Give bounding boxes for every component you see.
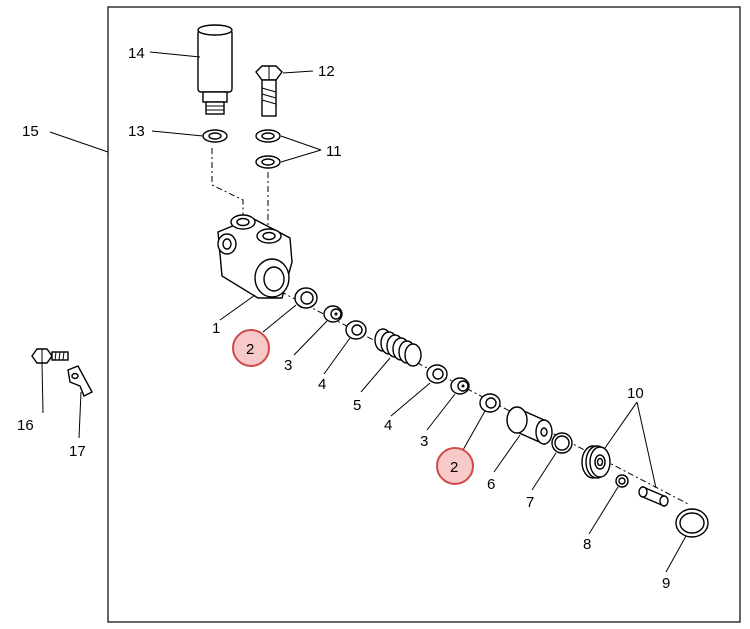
callout-15: 15 [22,123,39,140]
callout-2-lower: 2 [450,459,458,476]
highlight-callout-2-upper[interactable] [232,329,270,367]
part-3-seat-lower [450,377,470,395]
callout-3-upper: 3 [284,357,292,374]
part-8-small-ring [615,474,629,488]
callout-4-upper: 4 [318,376,326,393]
callout-14: 14 [128,45,145,62]
highlight-callout-2-lower[interactable] [436,447,474,485]
callout-17: 17 [69,443,86,460]
part-11-washers [255,129,281,169]
part-16-bolt [31,348,69,364]
assembly-axis [267,284,691,506]
part-14-cap [197,24,233,115]
part-12-banjo-bolt [255,65,283,117]
part-9-o-ring [675,508,709,538]
callout-13: 13 [128,123,145,140]
part-5-spring [374,328,422,367]
callout-9: 9 [662,575,670,592]
assembly-frame [107,6,741,623]
leader-lines [41,51,687,573]
callout-1: 1 [212,320,220,337]
part-7-o-ring [551,432,573,454]
callout-10: 10 [627,385,644,402]
part-10-plug [581,445,611,479]
part-13-washer [202,129,228,143]
part-2-ring-upper [294,287,318,309]
callout-5: 5 [353,397,361,414]
part-2-ring-lower [479,393,501,413]
part-10-pin [638,485,669,508]
callout-2-upper: 2 [246,341,254,358]
callout-8: 8 [583,536,591,553]
part-4-washer-upper [345,320,367,340]
callout-4-lower: 4 [384,417,392,434]
callout-16: 16 [17,417,34,434]
part-17-bracket [67,365,93,397]
callout-11: 11 [326,143,342,160]
part-3-seat-upper [323,305,343,323]
callout-3-lower: 3 [420,433,428,450]
callout-7: 7 [526,494,534,511]
callout-12: 12 [318,63,335,80]
axis-part-14 [211,148,244,215]
callout-6: 6 [487,476,495,493]
part-4-washer-lower [426,364,448,384]
part-6-piston [506,406,553,446]
part-1-valve-body [217,214,293,299]
